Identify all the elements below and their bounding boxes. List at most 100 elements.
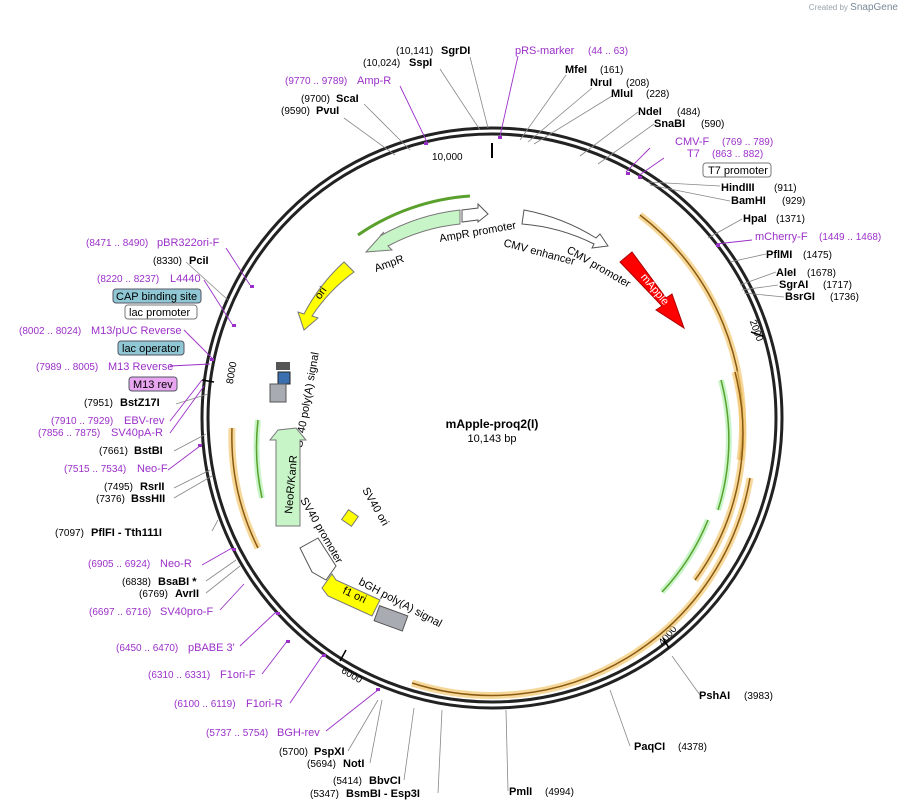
nrui-pos: (208) [626,78,649,89]
pmli-name: PmlI [509,786,532,798]
mfei-name: MfeI [565,64,587,76]
neof-name: Neo-F [137,463,168,475]
bamhi-name: BamHI [731,195,766,207]
primer-leader-lines [167,55,753,732]
m13puc-pos: (8002 .. 8024) [19,326,81,337]
f1orif-name: F1ori-F [220,669,256,681]
pflfi-name: PflFI - Tth111I [91,527,162,539]
bstbi-name: BstBI [134,445,163,457]
avrii-name: AvrII [175,588,199,600]
t7-name: T7 [687,148,700,160]
sv40-polya-mark [277,371,291,385]
l4440-pos: (8220 .. 8237) [97,274,159,285]
neor-arrow [268,427,308,527]
scai-name: ScaI [336,93,359,105]
lac-promoter-box [124,304,198,320]
green-orf-2 [659,518,711,595]
bamhi-pos: (929) [782,196,805,207]
bstbi-pos: (7661) [99,446,128,457]
orf-arc-2-line [694,371,744,581]
f1orir-pos: (6100 .. 6119) [174,699,236,710]
bsrgi-name: BsrGI [785,291,815,303]
tick-label-10000: 10,000 [432,152,463,163]
neor-primer-name: Neo-R [160,558,192,570]
lac-operator-label: lac operator [122,343,180,355]
t7-promoter-label: T7 promoter [708,165,768,177]
pmli-pos: (4994) [545,787,574,798]
backbone-inner [206,132,778,704]
sv40-polya-box [276,362,290,370]
ori-label: ori [313,285,330,302]
cmvf-name: CMV-F [675,136,710,148]
tick-label-8000: 8000 [225,361,240,385]
tick-4000 [662,637,670,649]
mapple-arrow [619,251,685,330]
f1orif-pos: (6310 .. 6331) [148,670,210,681]
ndei-pos: (484) [677,107,700,118]
cmv-enhancer-arrow [521,209,609,249]
hindiii-pos: (911) [774,183,797,194]
bbvci-pos: (5414) [333,776,362,787]
enzyme-leader-lines [173,56,785,794]
pbr322-name: pBR322ori-F [157,237,220,249]
l4440-name: L4440 [170,273,201,285]
backbone-outer [200,126,784,710]
pcii-name: PciI [189,255,209,267]
prs-name: pRS-marker [515,45,575,57]
green-orf-2-line [661,519,709,593]
pshai-pos: (3983) [744,691,773,702]
tick-8000 [201,379,215,383]
sv40-ori-label: SV40 ori [359,486,390,529]
bsabi-pos: (6838) [122,577,151,588]
orf-arc-3-line [411,477,751,697]
mcherryf-name: mCherry-F [755,231,808,243]
ampr-label: AmpR [373,253,406,275]
scai-pos: (9700) [301,94,330,105]
m13-rev-box [128,376,178,392]
bsshii-name: BssHII [131,493,165,505]
green-orf-1-line [717,379,730,511]
ebvrev-pos: (7910 .. 7929) [51,416,113,427]
ndei-name: NdeI [638,106,662,118]
ampr-primer-name: Amp-R [357,75,391,87]
cap-binding-label: CAP binding site [116,291,197,303]
t7-pos: (863 .. 882) [712,149,763,160]
feature-labels: (10,141) SgrDI (10,024) SspI (9770 .. 97… [19,45,881,800]
lac-operator-box [117,340,185,356]
snapgene-credit: Created by SnapGene [809,2,898,13]
lac-promoter-label: lac promoter [129,307,190,319]
paqci-name: PaqCI [634,741,665,753]
ori-arrow [297,261,355,331]
snabi-pos: (590) [701,119,724,130]
pvui-name: PvuI [316,105,339,117]
f1-ori-arrow [321,573,381,617]
alei-name: AleI [776,267,796,279]
sv40-polya-gray [269,383,287,403]
tick-6000 [339,649,347,662]
sspi-pos: (10,024) [363,58,400,69]
pspxi-pos: (5700) [279,747,308,758]
sv40prof-name: SV40pro-F [160,606,213,618]
sgrai-pos: (1717) [823,280,852,291]
prs-pos: (44 .. 63) [588,46,628,57]
orf-arc-3 [410,477,754,699]
pvui-pos: (9590) [281,106,310,117]
bstz17i-pos: (7951) [84,398,113,409]
sv40par-name: SV40pA-R [111,427,163,439]
tick-2000 [750,331,764,337]
sv40prof-pos: (6697 .. 6716) [89,607,151,618]
t7-promoter-box [702,162,772,178]
pbabe-name: pBABE 3' [188,642,235,654]
bghrev-pos: (5737 .. 5754) [206,728,268,739]
bsmbi-pos: (5347) [310,789,339,800]
bbvci-name: BbvCI [369,775,401,787]
m13puc-name: M13/pUC Reverse [91,325,181,337]
nrui-name: NruI [590,77,612,89]
m13reverse-pos: (7989 .. 8005) [36,362,98,373]
plasmid-length: 10,143 bp [468,433,517,445]
hpai-pos: (1371) [776,214,805,225]
bsabi-name: BsaBI * [158,576,197,588]
noti-name: NotI [343,758,364,770]
mlui-name: MluI [611,88,633,100]
